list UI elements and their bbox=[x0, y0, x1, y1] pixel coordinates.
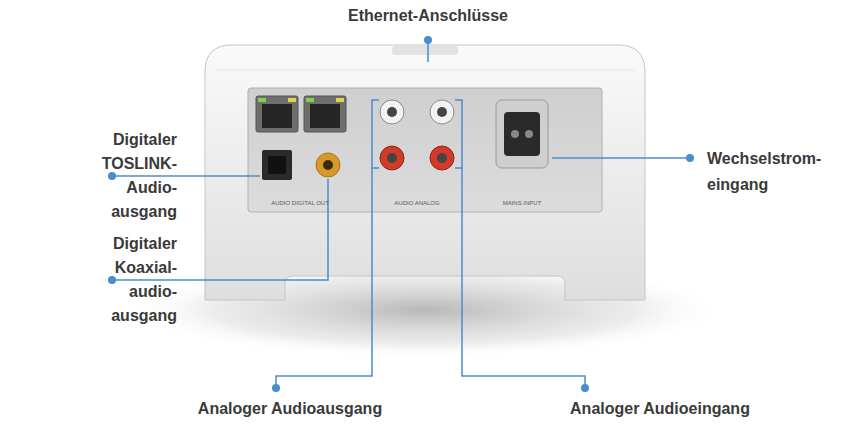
callout-label: Ethernet-Anschlüsse bbox=[348, 4, 508, 28]
panel-marking: MAINS INPUT bbox=[503, 199, 542, 207]
toslink-port bbox=[262, 150, 292, 180]
panel-marking: AUDIO DIGITAL OUT bbox=[271, 199, 329, 207]
callout-label: Digitaler TOSLINK- Audio- ausgang bbox=[77, 128, 177, 224]
leader-lines bbox=[112, 40, 690, 388]
leader-dots bbox=[108, 36, 694, 392]
power-socket bbox=[496, 100, 548, 168]
panel-marking: AUDIO ANALOG bbox=[394, 199, 439, 207]
callout-label: Analoger Audioeingang bbox=[570, 398, 750, 420]
housing-edge bbox=[215, 70, 635, 71]
rca-jacks bbox=[380, 100, 454, 170]
handle-recess bbox=[392, 46, 458, 55]
coax-port bbox=[316, 153, 340, 177]
connector-panel bbox=[248, 88, 602, 212]
callout-label: Analoger Audioausgang bbox=[198, 398, 382, 420]
device-housing bbox=[205, 45, 645, 300]
callout-label: Digitaler Koaxial- audio- ausgang bbox=[77, 232, 177, 328]
callout-label: Wechselstrom- eingang bbox=[707, 146, 832, 198]
ethernet-ports bbox=[256, 96, 346, 132]
